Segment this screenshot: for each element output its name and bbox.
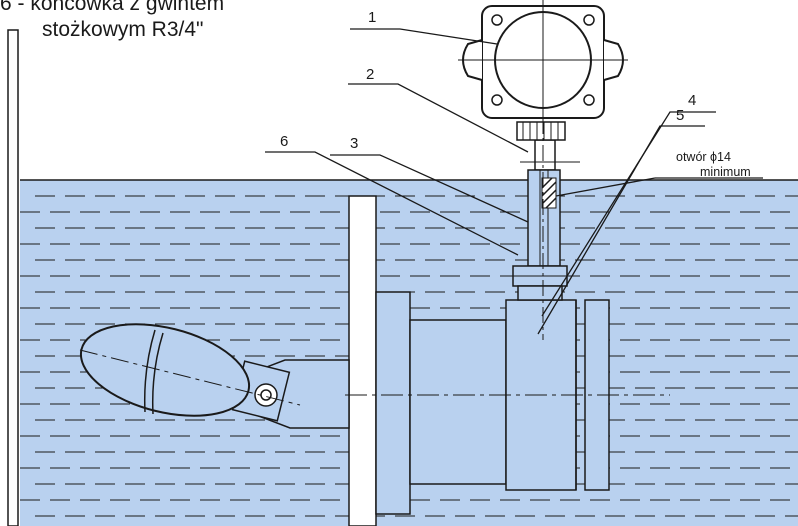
- mounting-plate: [348, 195, 377, 526]
- legend: 6 - końcówka z gwintem stożkowym R3/4": [0, 0, 224, 43]
- tank-wall: [7, 29, 19, 526]
- callout-3: 3: [350, 135, 358, 152]
- hole-hatch: [541, 177, 557, 209]
- left-flange: [375, 291, 411, 515]
- legend-item-6-continued: stożkowym R3/4": [42, 18, 204, 41]
- box-screw-tl: [491, 14, 503, 26]
- callout-6: 6: [280, 133, 288, 150]
- stem-upper: [534, 139, 556, 171]
- callout-5: 5: [676, 107, 684, 124]
- pipe-body: [409, 319, 507, 485]
- float-ball: [79, 323, 251, 417]
- nut-sleeve: [517, 285, 563, 301]
- callout-4: 4: [688, 92, 696, 109]
- callout-1: 1: [368, 9, 376, 26]
- cable-gland: [516, 121, 566, 141]
- float-ring-2: [151, 332, 164, 415]
- hole-note-line2: minimum: [700, 165, 751, 179]
- legend-item-6: 6 - końcówka z gwintem: [0, 0, 225, 15]
- leader-lines: [265, 28, 763, 335]
- hole-note-line1: otwór ϕ14: [676, 150, 731, 164]
- pivot-inner: [260, 389, 272, 401]
- float-ring-1: [143, 329, 156, 413]
- gland-threads: [522, 122, 559, 140]
- box-screw-tr: [583, 14, 595, 26]
- callout-2: 2: [366, 66, 374, 83]
- box-screw-bl: [491, 94, 503, 106]
- float-centerline: [79, 349, 301, 406]
- box-screw-br: [583, 94, 595, 106]
